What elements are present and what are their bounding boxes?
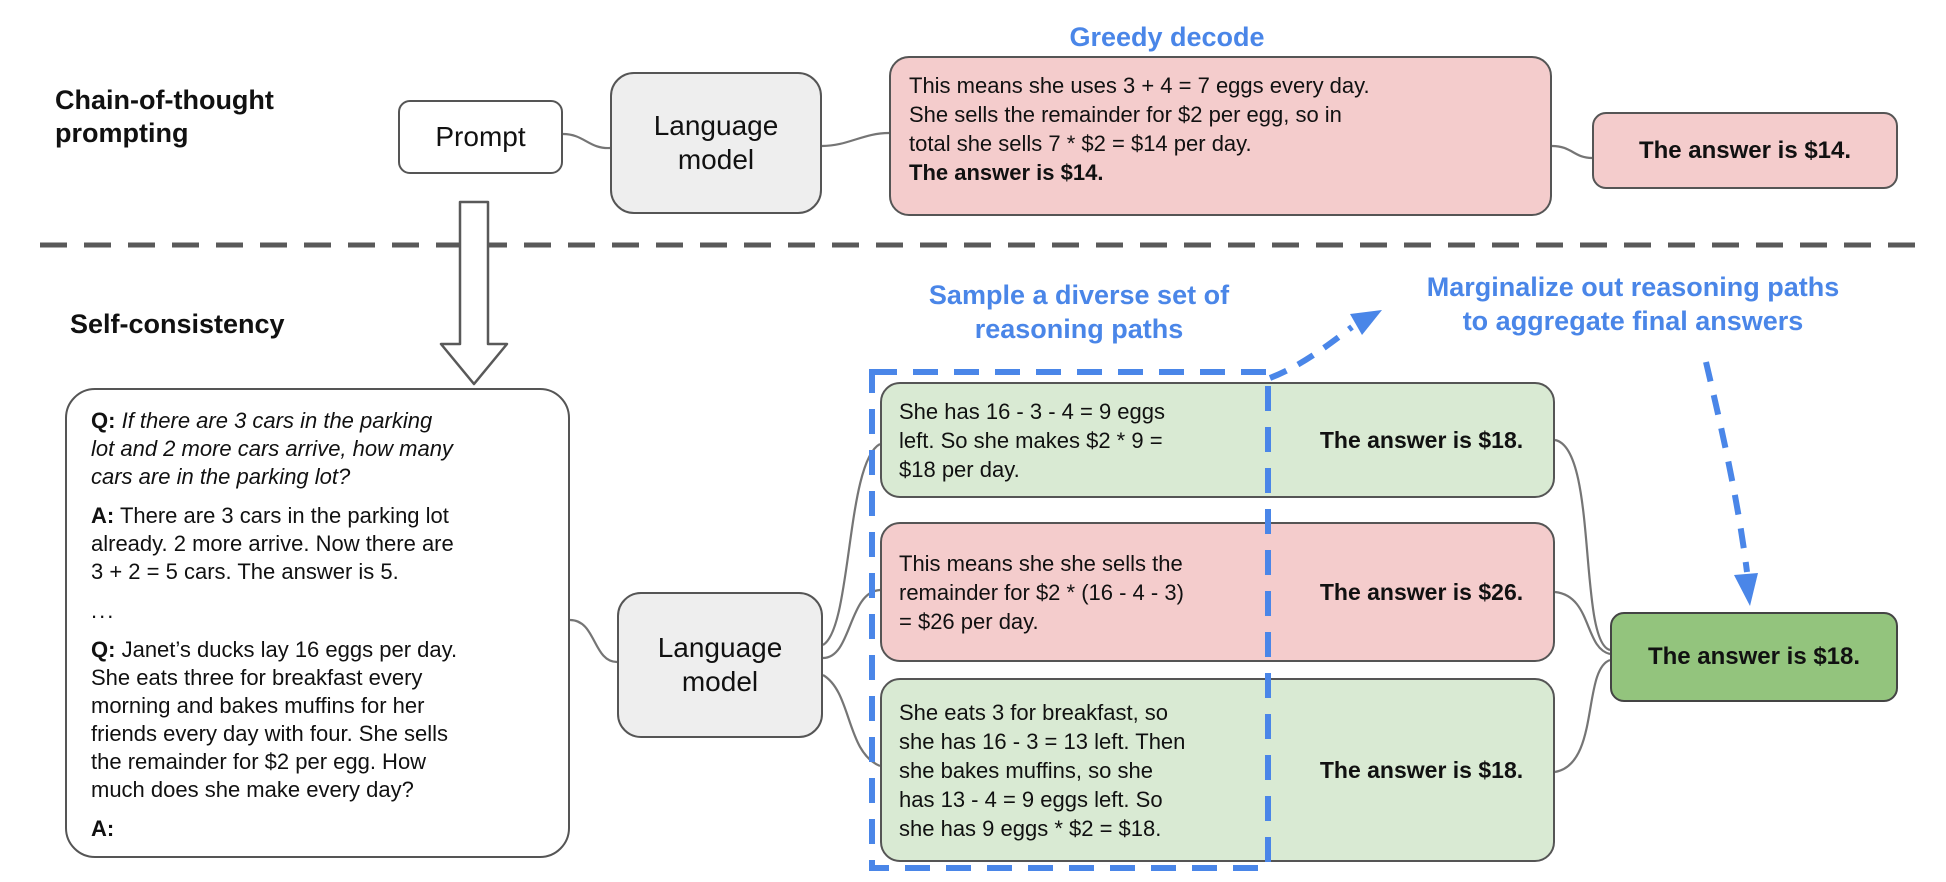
prompt-box-label: Prompt (435, 121, 526, 152)
q-prefix: Q: (91, 637, 116, 662)
sc-section-label: Self-consistency (70, 309, 285, 339)
connector-lm-to-path2 (822, 588, 881, 660)
aggregate-dashed-arrow-curve (1703, 361, 1750, 573)
aggregate-arrowhead-icon (1734, 573, 1758, 606)
prompt-question-2: Q: Janet’s ducks lay 16 eggs per day. Sh… (91, 637, 458, 802)
cot-output-answer-line: The answer is $14. (909, 160, 1104, 185)
language-model-label-bottom: Language model (657, 632, 783, 697)
connector-lm-to-path3 (822, 674, 881, 768)
connector-path2-to-final (1554, 590, 1611, 656)
reasoning-path-text: This means she she sells the remainder f… (899, 550, 1184, 634)
marginalize-dashed-arrow-curve (1268, 324, 1354, 381)
greedy-decode-heading: Greedy decode (1069, 22, 1265, 52)
language-model-box-top: Language model (610, 72, 822, 214)
language-model-box-bottom: Language model (617, 592, 823, 738)
prompt-box: Prompt (398, 100, 563, 174)
connector-output-to-answer (1551, 144, 1593, 160)
a-prefix: A: (91, 503, 115, 528)
cot-output-box: This means she uses 3 + 4 = 7 eggs every… (889, 56, 1552, 216)
connector-path3-to-final (1554, 658, 1611, 774)
connector-qa-to-lm (569, 618, 618, 664)
connector-lm-to-output (821, 131, 890, 148)
prompt-answer-2: A: (91, 815, 548, 843)
reasoning-path-answer: The answer is $18. (1319, 756, 1524, 783)
reasoning-path-row-1: She has 16 - 3 - 4 = 9 eggs left. So she… (880, 382, 1555, 498)
cot-output-line: She sells the remainder for $2 per egg, … (909, 102, 1342, 127)
few-shot-prompt-box: Q: If there are 3 cars in the parking lo… (65, 388, 570, 858)
down-arrow-icon (439, 200, 509, 386)
cot-final-answer-text: The answer is $14. (1638, 136, 1852, 164)
q-prefix: Q: (91, 408, 116, 433)
reasoning-path-row-2: This means she she sells the remainder f… (880, 522, 1555, 662)
connector-path1-to-final (1554, 438, 1611, 652)
sample-paths-heading: Sample a diverse set of reasoning paths (928, 280, 1230, 344)
sc-final-answer-text: The answer is $18. (1647, 643, 1861, 670)
cot-section-label: Chain-of-thought prompting (55, 85, 274, 148)
cot-final-answer-box: The answer is $14. (1592, 112, 1898, 189)
marginalize-arrowhead-icon (1350, 310, 1382, 335)
cot-output-line: This means she uses 3 + 4 = 7 eggs every… (909, 73, 1370, 98)
reasoning-path-text: She eats 3 for breakfast, so she has 16 … (899, 699, 1186, 841)
sc-final-answer-box: The answer is $18. (1610, 612, 1898, 702)
a-prefix: A: (91, 816, 115, 841)
marginalize-heading: Marginalize out reasoning paths to aggre… (1426, 272, 1840, 336)
prompt-ellipsis: ... (91, 598, 116, 623)
prompt-answer-1: A: There are 3 cars in the parking lot a… (91, 503, 454, 584)
language-model-label-top: Language model (653, 110, 779, 175)
prompt-question-1: Q: If there are 3 cars in the parking lo… (91, 408, 453, 489)
reasoning-path-row-3: She eats 3 for breakfast, so she has 16 … (880, 678, 1555, 862)
reasoning-path-answer: The answer is $26. (1319, 578, 1524, 605)
reasoning-path-answer: The answer is $18. (1319, 426, 1524, 453)
cot-output-line: total she sells 7 * $2 = $14 per day. (909, 131, 1252, 156)
connector-prompt-to-lm (562, 132, 611, 150)
reasoning-path-text: She has 16 - 3 - 4 = 9 eggs left. So she… (899, 398, 1166, 482)
cot-output-text: This means she uses 3 + 4 = 7 eggs every… (909, 71, 1370, 187)
connector-lm-to-path1 (822, 443, 881, 646)
